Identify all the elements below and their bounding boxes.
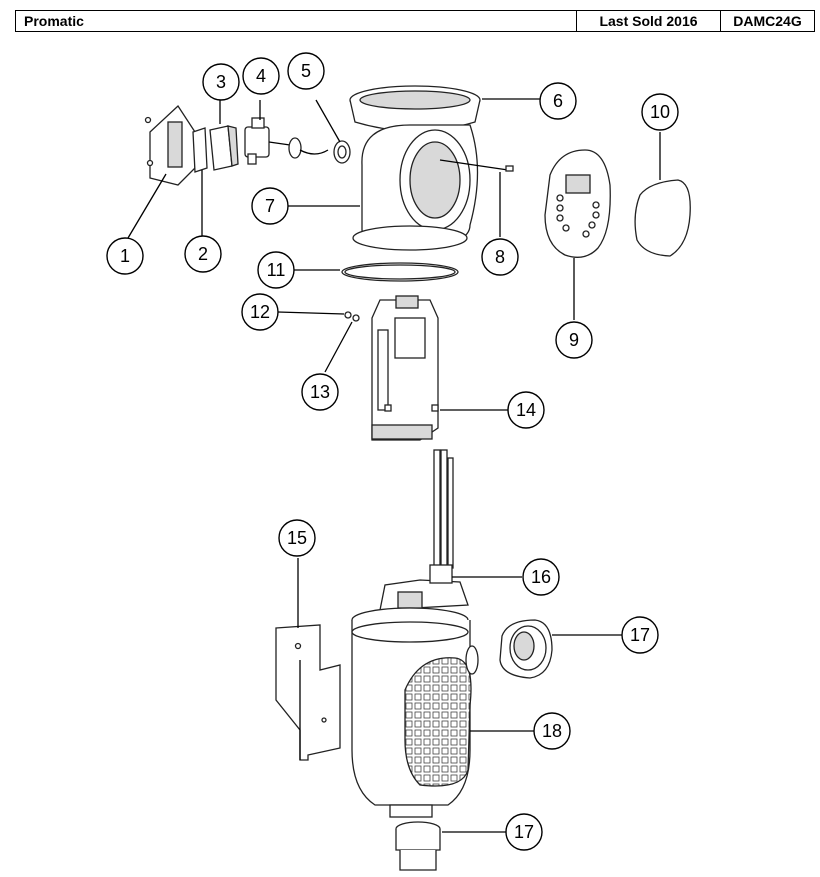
part-cover bbox=[634, 179, 691, 257]
header-bar: Promatic Last Sold 2016 DAMC24G bbox=[15, 10, 815, 32]
part-cell-body bbox=[351, 607, 479, 818]
part-gasket bbox=[192, 127, 208, 173]
svg-text:16: 16 bbox=[531, 567, 551, 587]
part-union-fitting-side bbox=[499, 619, 553, 679]
svg-text:7: 7 bbox=[265, 196, 275, 216]
callout-9: 9 bbox=[555, 321, 593, 359]
callout-2: 2 bbox=[184, 235, 222, 273]
callout-8: 8 bbox=[481, 238, 519, 276]
svg-text:5: 5 bbox=[301, 61, 311, 81]
part-bracket-plate bbox=[144, 104, 196, 186]
svg-text:3: 3 bbox=[216, 72, 226, 92]
callout-12: 12 bbox=[241, 293, 279, 331]
svg-text:11: 11 bbox=[267, 260, 286, 280]
callout-1: 1 bbox=[106, 237, 144, 275]
leader-lines bbox=[127, 98, 661, 833]
svg-text:9: 9 bbox=[569, 330, 579, 350]
part-cell-head bbox=[379, 449, 469, 611]
callout-17-bottom: 17 bbox=[505, 813, 543, 851]
svg-text:13: 13 bbox=[310, 382, 330, 402]
callout-14: 14 bbox=[507, 391, 545, 429]
part-probe-rod bbox=[439, 159, 514, 172]
callout-17-side: 17 bbox=[621, 616, 659, 654]
part-connector bbox=[244, 117, 329, 165]
svg-text:4: 4 bbox=[256, 66, 266, 86]
last-sold-label: Last Sold 2016 bbox=[577, 11, 721, 31]
svg-text:14: 14 bbox=[516, 400, 536, 420]
callout-18: 18 bbox=[533, 712, 571, 750]
svg-text:12: 12 bbox=[250, 302, 270, 322]
part-top-ring bbox=[349, 85, 481, 132]
callout-15: 15 bbox=[278, 519, 316, 557]
svg-text:1: 1 bbox=[120, 246, 130, 266]
callout-4: 4 bbox=[242, 57, 280, 95]
part-electronics-board bbox=[371, 295, 439, 441]
svg-text:17: 17 bbox=[630, 625, 650, 645]
svg-text:2: 2 bbox=[198, 244, 208, 264]
svg-text:6: 6 bbox=[553, 91, 563, 111]
part-mounting-bracket bbox=[275, 624, 341, 761]
part-screws bbox=[344, 311, 360, 322]
callout-3: 3 bbox=[202, 63, 240, 101]
brand-label: Promatic bbox=[16, 11, 577, 31]
svg-text:10: 10 bbox=[650, 102, 670, 122]
svg-text:15: 15 bbox=[287, 528, 307, 548]
svg-text:8: 8 bbox=[495, 247, 505, 267]
callout-11: 11 bbox=[257, 251, 295, 289]
model-label: DAMC24G bbox=[733, 13, 802, 29]
part-nut bbox=[333, 140, 351, 164]
part-control-panel bbox=[544, 149, 611, 258]
callout-6: 6 bbox=[539, 82, 577, 120]
part-block bbox=[209, 125, 239, 171]
callout-10: 10 bbox=[641, 93, 679, 131]
callout-13: 13 bbox=[301, 373, 339, 411]
exploded-parts-diagram: 1 2 3 4 5 6 7 8 9 10 11 12 13 14 15 16 1… bbox=[106, 52, 691, 871]
part-o-ring bbox=[341, 262, 459, 282]
svg-text:17: 17 bbox=[514, 822, 534, 842]
callout-5: 5 bbox=[287, 52, 325, 90]
callout-7: 7 bbox=[251, 187, 289, 225]
part-elbow-housing bbox=[352, 124, 479, 251]
callout-16: 16 bbox=[522, 558, 560, 596]
part-union-fitting-bottom bbox=[395, 821, 441, 871]
svg-text:18: 18 bbox=[542, 721, 562, 741]
